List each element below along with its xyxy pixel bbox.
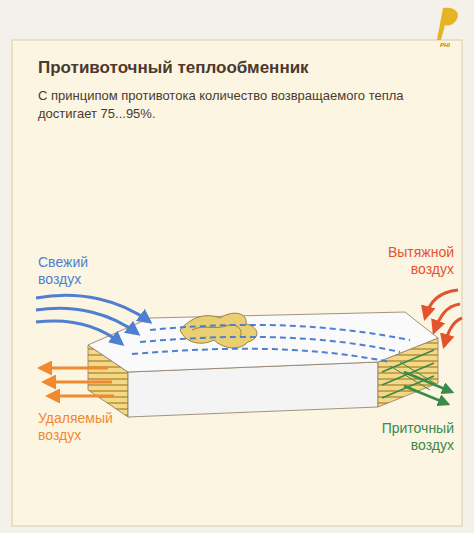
supply-air-arrows — [404, 372, 452, 404]
heat-exchanger — [88, 312, 438, 417]
logo-mark — [437, 8, 458, 40]
text-panel: Противоточный теплообменник С принципом п… — [14, 58, 460, 122]
fresh-air-arrows — [36, 295, 150, 344]
air-label: Вытяжной воздух — [378, 244, 454, 278]
removed-air-arrows — [40, 368, 114, 396]
air-label: Удаляемый воздух — [38, 410, 122, 444]
logo-text: PHI — [440, 42, 470, 48]
panel-body: С принципом противотока количество возвр… — [38, 87, 438, 122]
panel-heading: Противоточный теплообменник — [38, 58, 460, 78]
air-label: Свежий воздух — [38, 254, 110, 288]
air-label: Приточный воздух — [370, 420, 454, 454]
exhaust-air-arrows — [425, 290, 462, 346]
panel — [12, 40, 462, 526]
